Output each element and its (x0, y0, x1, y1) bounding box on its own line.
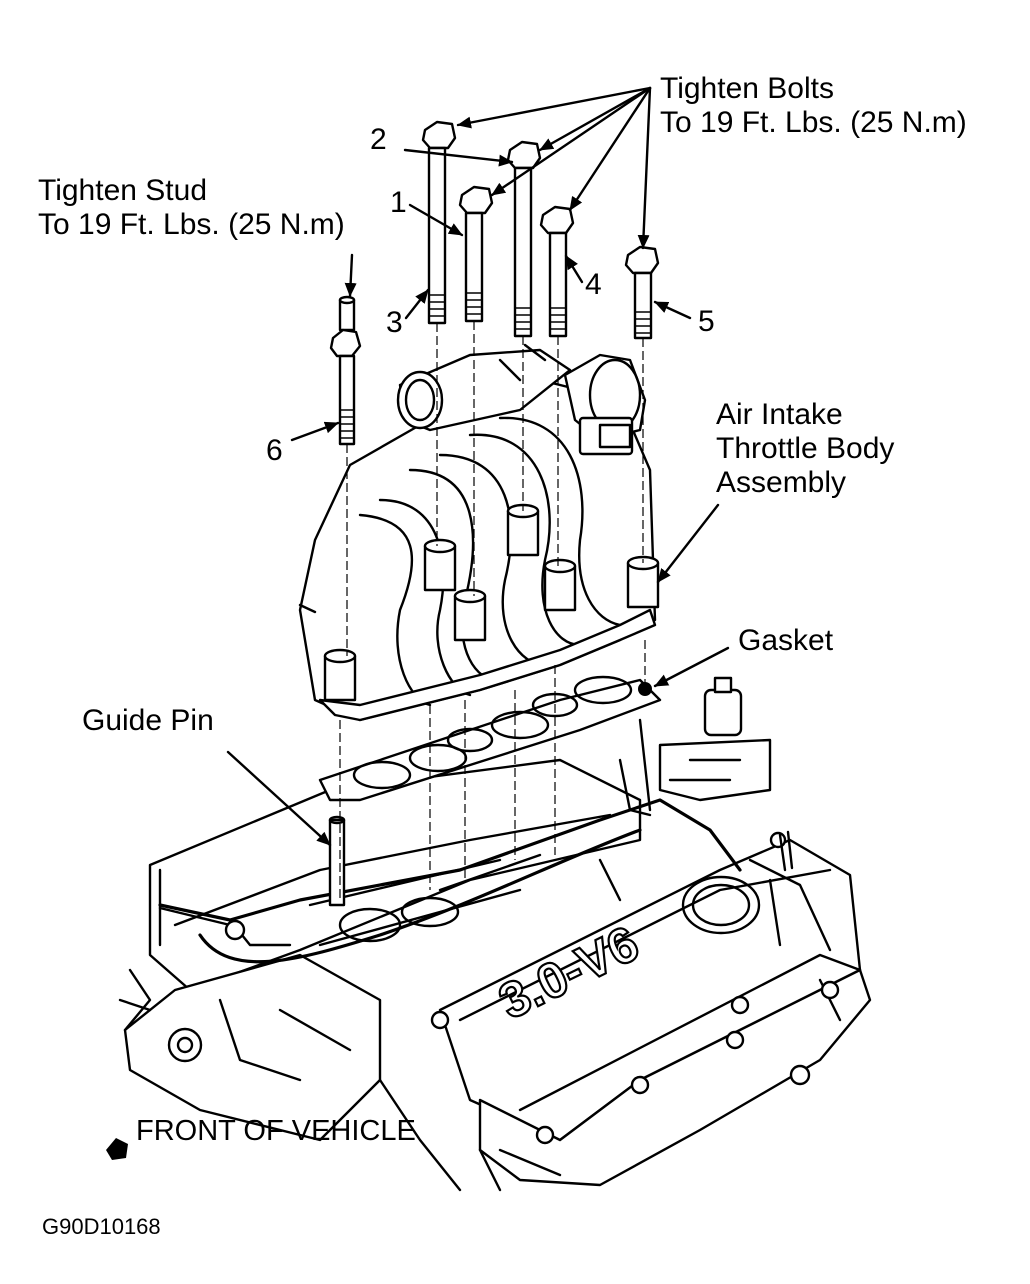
fuel-rail (158, 798, 742, 964)
figure-code: G90D10168 (42, 1214, 161, 1239)
callout-arrows (226, 86, 730, 847)
air-intake-line-2: Throttle Body (716, 432, 895, 465)
bolt-center (506, 140, 542, 338)
bolt-5 (624, 245, 660, 340)
fuel-pressure-regulator (618, 676, 772, 817)
arrow-bullet-icon (106, 1138, 128, 1160)
tighten-bolts-line-1: Tighten Bolts (660, 72, 834, 105)
upper-intake-manifold (298, 378, 660, 722)
stud-6 (329, 295, 362, 446)
bolt-number-2: 2 (370, 123, 387, 156)
tighten-bolts-label: Tighten Bolts To 19 Ft. Lbs. (25 N.m) (660, 72, 967, 140)
bolt-number-4: 4 (585, 268, 602, 301)
tighten-bolts-line-2: To 19 Ft. Lbs. (25 N.m) (660, 106, 967, 139)
tighten-stud-label: Tighten Stud To 19 Ft. Lbs. (25 N.m) (38, 174, 345, 242)
air-intake-line-3: Assembly (716, 466, 847, 499)
bolt-number-6: 6 (266, 434, 283, 467)
guide-pin (328, 815, 346, 907)
bolt-number-5: 5 (698, 305, 715, 338)
throttle-body (396, 343, 647, 456)
bolt-4 (539, 205, 575, 338)
alignment-lines (339, 321, 646, 900)
gasket-label: Gasket (738, 624, 834, 657)
bolt-number-3: 3 (386, 306, 403, 339)
gasket (318, 675, 662, 802)
front-of-vehicle-label: FRONT OF VEHICLE (136, 1115, 416, 1147)
air-intake-line-1: Air Intake (716, 398, 843, 431)
tighten-stud-line-1: Tighten Stud (38, 174, 207, 207)
head-bolts (430, 831, 840, 1145)
bolt-number-1: 1 (390, 186, 407, 219)
engine-block (118, 758, 872, 1192)
guide-pin-label: Guide Pin (82, 704, 214, 737)
bolt-1 (458, 185, 494, 323)
tighten-stud-line-2: To 19 Ft. Lbs. (25 N.m) (38, 208, 345, 241)
air-intake-label: Air Intake Throttle Body Assembly (716, 398, 894, 500)
